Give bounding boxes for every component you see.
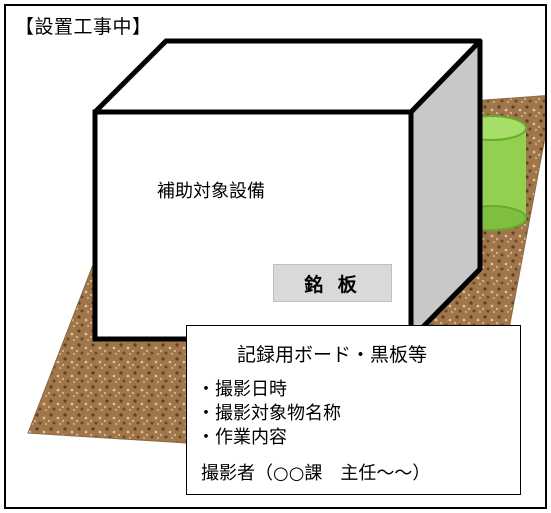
diagram-frame: 【設置工事中】 補助対象設備 銘 板 記録用ボード・黒板等 ・撮影日時 ・撮影対… bbox=[4, 4, 547, 509]
nameplate: 銘 板 bbox=[273, 264, 392, 302]
board-title: 記録用ボード・黒板等 bbox=[237, 344, 428, 366]
board-item-datetime: ・撮影日時 bbox=[197, 379, 287, 400]
equipment-label: 補助対象設備 bbox=[157, 181, 265, 202]
board-item-subject: ・撮影対象物名称 bbox=[197, 403, 341, 424]
board-item-list: ・撮影日時 ・撮影対象物名称 ・作業内容 bbox=[197, 378, 341, 450]
board-item-work: ・作業内容 bbox=[197, 427, 287, 448]
box-front-face bbox=[92, 109, 414, 342]
title-label: 【設置工事中】 bbox=[15, 15, 156, 39]
record-board: 記録用ボード・黒板等 ・撮影日時 ・撮影対象物名称 ・作業内容 撮影者（○○課 … bbox=[186, 325, 521, 495]
board-photographer: 撮影者（○○課 主任〜〜） bbox=[201, 463, 431, 484]
box-top-face bbox=[92, 38, 483, 115]
